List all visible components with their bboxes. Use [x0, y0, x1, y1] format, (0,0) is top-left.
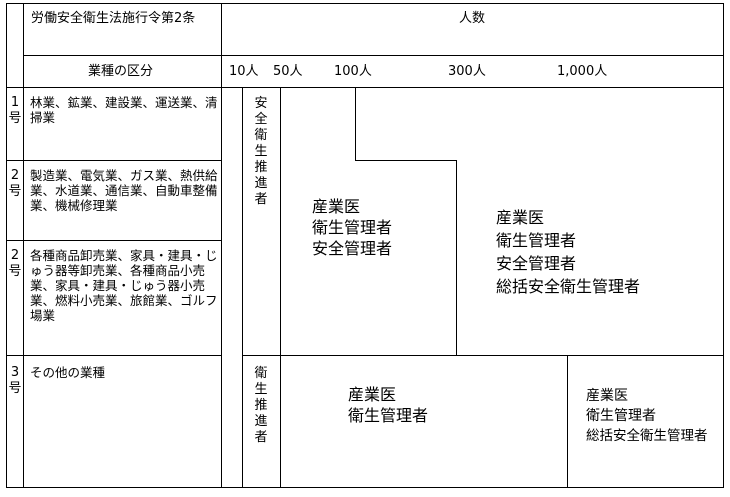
- border-row3-bottom: [6, 355, 222, 356]
- roles-50-1000-lower: 産業医 衛生管理者: [348, 384, 428, 426]
- role-industrial-physician: 産業医: [586, 388, 628, 404]
- row-number: 2号: [8, 248, 22, 279]
- industry-list: 各種商品卸売業、家具・建具・じゅう器等卸売業、各種商品小売業、家具・建具・じゅう…: [30, 248, 218, 323]
- role-industrial-physician: 産業医: [348, 385, 397, 404]
- border-row1-bottom: [6, 160, 222, 161]
- roles-300-plus-upper: 産業医 衛生管理者 安全管理者 総括安全衛生管理者: [496, 206, 640, 298]
- threshold-1000: 1,000人: [557, 64, 608, 79]
- border-10-person: [242, 87, 243, 488]
- border-left: [6, 3, 7, 488]
- industry-list: その他の業種: [30, 365, 106, 380]
- safety-health-promoter-label: 安全衛生推進者: [254, 96, 268, 207]
- border-row2-bottom: [6, 240, 222, 241]
- threshold-50: 50人: [273, 64, 303, 79]
- role-general-safety-health-manager: 総括安全衛生管理者: [496, 277, 641, 296]
- threshold-100: 100人: [334, 64, 372, 79]
- row-number: 2号: [8, 168, 22, 199]
- role-industrial-physician: 産業医: [312, 197, 361, 216]
- role-industrial-physician: 産業医: [496, 208, 545, 227]
- row-number: 1号: [8, 95, 22, 126]
- border-right: [723, 3, 724, 488]
- role-safety-manager: 安全管理者: [312, 239, 393, 258]
- people-label: 人数: [459, 11, 486, 26]
- border-300-person: [456, 160, 457, 356]
- border-bottom: [6, 487, 724, 488]
- law-label: 労働安全衛生法施行令第2条: [31, 11, 196, 26]
- border-header-bottom: [6, 87, 724, 88]
- role-safety-manager: 安全管理者: [496, 254, 577, 273]
- border-upper-lower-split: [242, 355, 724, 356]
- category-label: 業種の区分: [88, 64, 154, 79]
- border-100-300-step: [355, 160, 457, 161]
- row-number: 3号: [8, 365, 22, 396]
- border-industry-col: [221, 3, 222, 488]
- border-100-person: [355, 87, 356, 161]
- industry-list: 製造業、電気業、ガス業、熱供給業、水道業、通信業、自動車整備業、機械修理業: [30, 168, 218, 213]
- border-num-col: [23, 3, 24, 488]
- health-promoter-label: 衛生推進者: [254, 366, 268, 445]
- border-header-mid: [23, 55, 724, 56]
- role-health-manager: 衛生管理者: [496, 231, 577, 250]
- border-50-person: [280, 87, 281, 488]
- industry-list: 林業、鉱業、建設業、運送業、清掃業: [30, 95, 218, 125]
- roles-1000-plus-lower: 産業医 衛生管理者 総括安全衛生管理者: [586, 386, 708, 446]
- role-health-manager: 衛生管理者: [312, 218, 393, 237]
- threshold-300: 300人: [448, 64, 486, 79]
- role-health-manager: 衛生管理者: [348, 406, 429, 425]
- border-1000-person: [567, 355, 568, 488]
- role-general-safety-health-manager: 総括安全衛生管理者: [586, 428, 708, 444]
- roles-50-300-upper: 産業医 衛生管理者 安全管理者: [312, 196, 392, 259]
- border-top: [6, 3, 724, 4]
- role-health-manager: 衛生管理者: [586, 408, 656, 424]
- threshold-10: 10人: [229, 64, 259, 79]
